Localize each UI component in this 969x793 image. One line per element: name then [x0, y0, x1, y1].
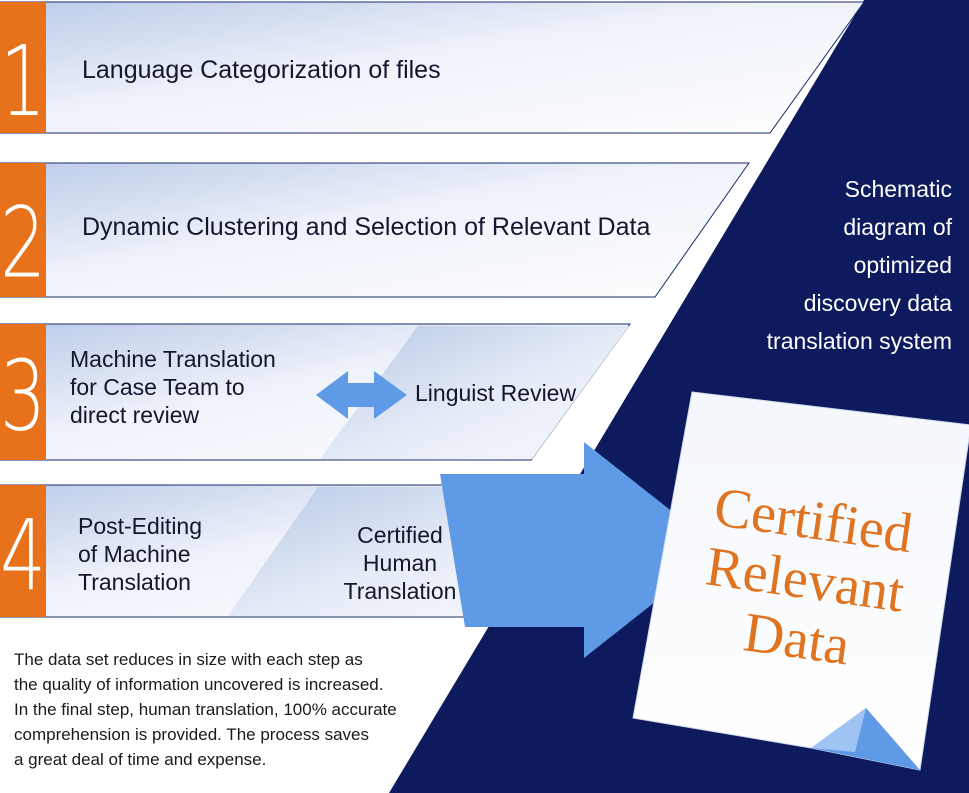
step-4-tab [0, 485, 46, 617]
large-right-arrow-icon [440, 442, 721, 658]
description-text: The data set reduces in size with each s… [14, 650, 397, 769]
step-4-number: 4 [0, 499, 46, 613]
step-2-number: 2 [0, 186, 46, 300]
step-2-tab [0, 163, 46, 297]
step-1-band [0, 1, 865, 134]
step-3-number: 3 [0, 339, 46, 453]
step-4-left-label: Post-Editing of Machine Translation [78, 513, 203, 595]
diagram-caption: Schematic diagram of optimized discovery… [766, 176, 952, 354]
step-3-tab [0, 324, 46, 460]
step-1-label: Language Categorization of files [82, 56, 441, 84]
double-headed-arrow-icon [316, 371, 407, 419]
step-1-tab [0, 2, 46, 133]
step-2-label: Dynamic Clustering and Selection of Rele… [82, 213, 651, 241]
step-3-left-label: Machine Translation for Case Team to dir… [70, 346, 276, 428]
document-page-icon [632, 391, 969, 771]
certified-relevant-data-text: Certified Relevant Data [702, 476, 917, 678]
step-2-band [0, 162, 750, 298]
step-3-right-segment [320, 326, 629, 459]
step-1-number: 1 [0, 24, 46, 138]
step-4-right-label: Certified Human Translation [343, 522, 457, 604]
step-3-right-label: Linguist Review [415, 380, 577, 406]
